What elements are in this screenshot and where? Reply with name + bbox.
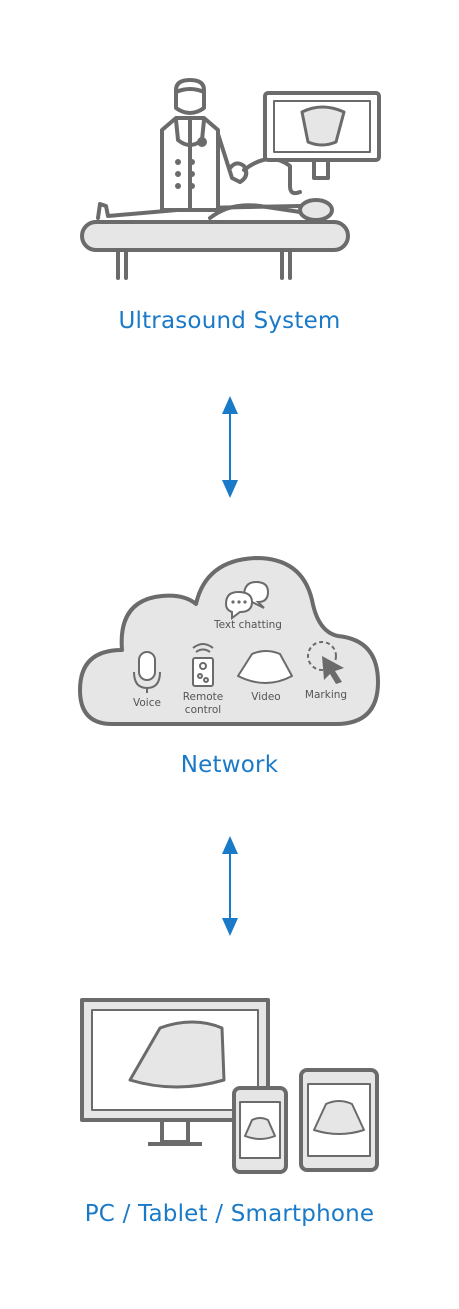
bidirectional-arrow-bottom bbox=[222, 836, 238, 936]
remote-control-icon bbox=[192, 643, 214, 687]
marking-label: Marking bbox=[305, 689, 347, 701]
chat-bubble-icon bbox=[224, 580, 270, 620]
devices-label: PC / Tablet / Smartphone bbox=[84, 1201, 375, 1227]
ultrasound-system-illustration bbox=[80, 78, 381, 280]
bidirectional-arrow-top bbox=[222, 396, 238, 498]
network-label: Network bbox=[180, 752, 279, 778]
remote-label-line2: control bbox=[185, 704, 221, 716]
network-cloud bbox=[78, 556, 380, 726]
microphone-icon bbox=[133, 651, 161, 693]
smartphone-icon bbox=[232, 1086, 288, 1174]
remote-label-line1: Remote bbox=[183, 691, 224, 703]
video-label: Video bbox=[251, 691, 280, 703]
marking-cursor-icon bbox=[307, 641, 344, 684]
text-chatting-label: Text chatting bbox=[213, 619, 282, 631]
ultrasound-system-label: Ultrasound System bbox=[118, 308, 341, 334]
tablet-icon bbox=[299, 1068, 379, 1172]
ultrasound-video-icon bbox=[237, 650, 293, 684]
voice-label: Voice bbox=[133, 697, 161, 709]
